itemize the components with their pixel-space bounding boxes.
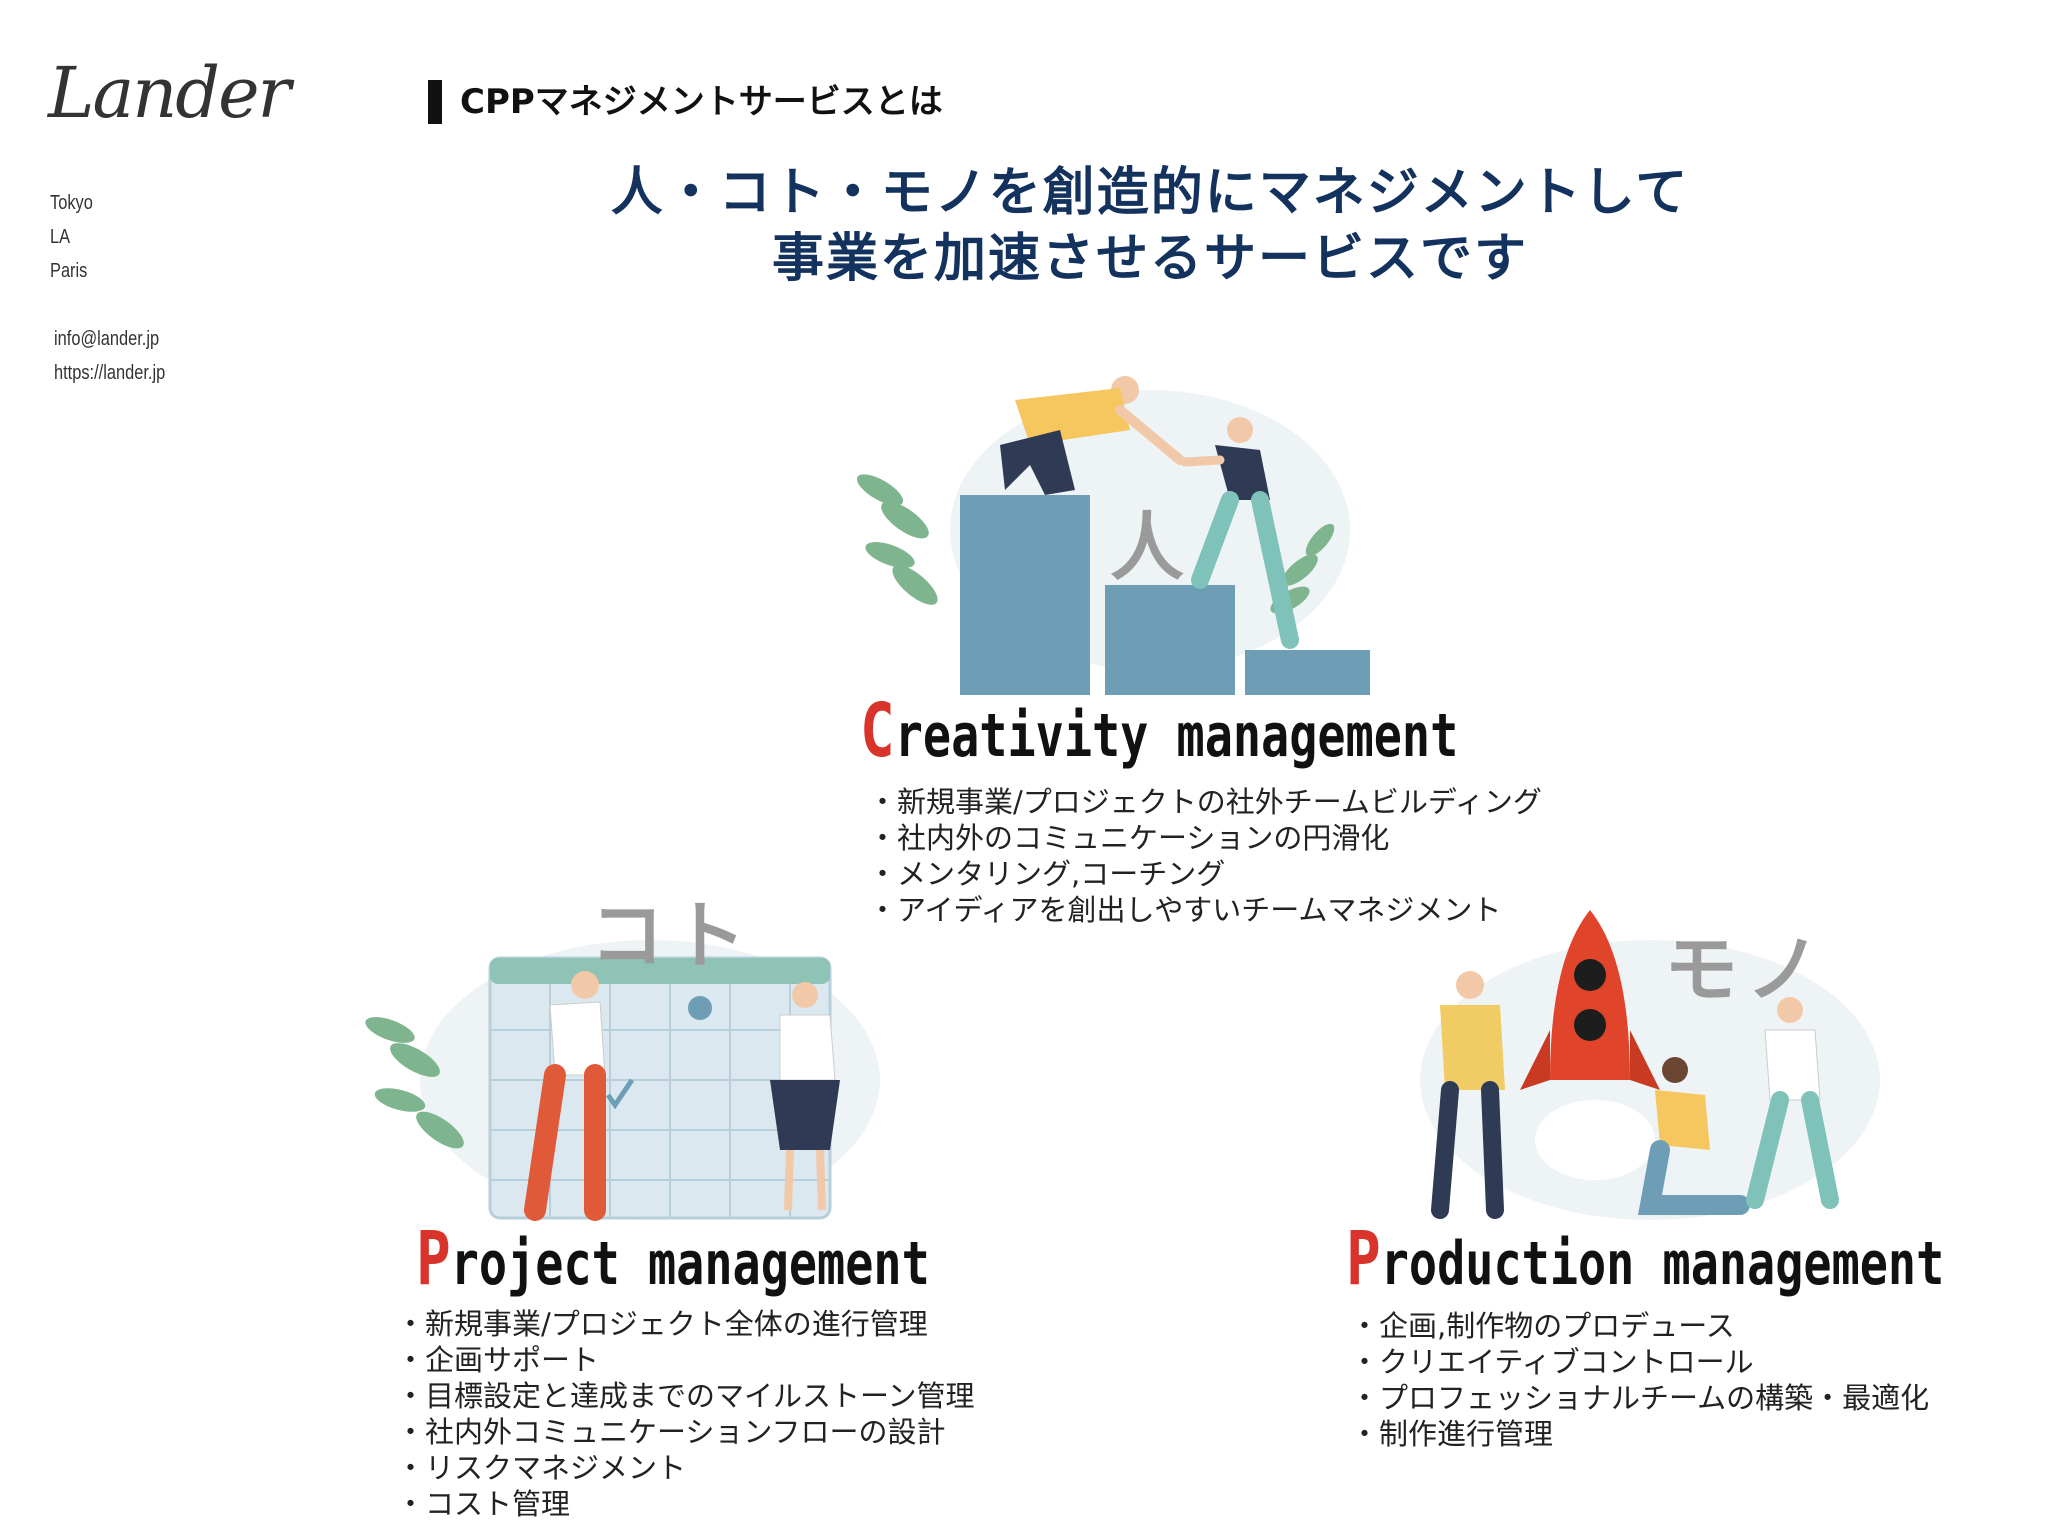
title-rest: reativity management (894, 701, 1459, 771)
hero-line-1: 人・コト・モノを創造的にマネジメントして (610, 163, 1690, 223)
city-item: Tokyo (50, 192, 93, 214)
city-item: Paris (50, 260, 88, 282)
production-management-title: Production management (1346, 1222, 1945, 1299)
project-management-title: Project management (416, 1222, 930, 1299)
list-item: ・新規事業/プロジェクトの社外チームビルディング (868, 785, 1542, 819)
teamwork-illustration (856, 376, 1370, 695)
list-item: ・メンタリング,コーチング (868, 857, 1226, 891)
section-marker (428, 80, 442, 124)
website-link[interactable]: https://lander.jp (54, 362, 166, 384)
title-initial: P (1346, 1216, 1381, 1302)
project-list: ・新規事業/プロジェクト全体の進行管理 ・企画サポート ・目標設定と達成までのマ… (396, 1306, 975, 1522)
list-item: ・企画サポート (396, 1343, 600, 1377)
list-item: ・クリエイティブコントロール (1350, 1345, 1754, 1379)
kana-label-hito: 人 (1110, 505, 1192, 591)
brand-logo[interactable]: Lander (48, 52, 291, 134)
kana-label-koto: コト (590, 893, 754, 979)
title-initial: P (416, 1216, 451, 1302)
list-item: ・社内外コミュニケーションフローの設計 (396, 1415, 946, 1449)
city-item: LA (50, 226, 71, 248)
list-item: ・新規事業/プロジェクト全体の進行管理 (396, 1307, 928, 1341)
title-rest: roduction management (1380, 1229, 1945, 1299)
title-rest: roject management (450, 1229, 930, 1299)
title-initial: C (860, 688, 895, 774)
kana-label-mono: モノ (1664, 927, 1828, 1013)
city-list: Tokyo LA Paris (50, 186, 93, 288)
production-list: ・企画,制作物のプロデュース ・クリエイティブコントロール ・プロフェッショナル… (1350, 1308, 1929, 1452)
list-item: ・企画,制作物のプロデュース (1350, 1309, 1735, 1343)
hero-line-2: 事業を加速させるサービスです (771, 229, 1528, 289)
list-item: ・目標設定と達成までのマイルストーン管理 (396, 1379, 975, 1413)
rocket-launch-illustration (1420, 910, 1880, 1220)
list-item: ・社内外のコミュニケーションの円滑化 (868, 821, 1390, 855)
email-link[interactable]: info@lander.jp (54, 328, 160, 350)
list-item: ・リスクマネジメント (396, 1451, 687, 1485)
list-item: ・コスト管理 (396, 1487, 571, 1521)
section-title: CPPマネジメントサービスとは (460, 82, 943, 122)
creativity-list: ・新規事業/プロジェクトの社外チームビルディング ・社内外のコミュニケーションの… (868, 784, 1542, 928)
list-item: ・アイディアを創出しやすいチームマネジメント (868, 893, 1502, 927)
calendar-planning-illustration (365, 940, 880, 1221)
contact-info: info@lander.jp https://lander.jp (54, 322, 165, 390)
list-item: ・制作進行管理 (1350, 1417, 1554, 1451)
creativity-management-title: Creativity management (860, 694, 1459, 771)
list-item: ・プロフェッショナルチームの構築・最適化 (1350, 1381, 1930, 1415)
hero-heading: 人・コト・モノを創造的にマネジメントして 事業を加速させるサービスです (560, 160, 1740, 292)
